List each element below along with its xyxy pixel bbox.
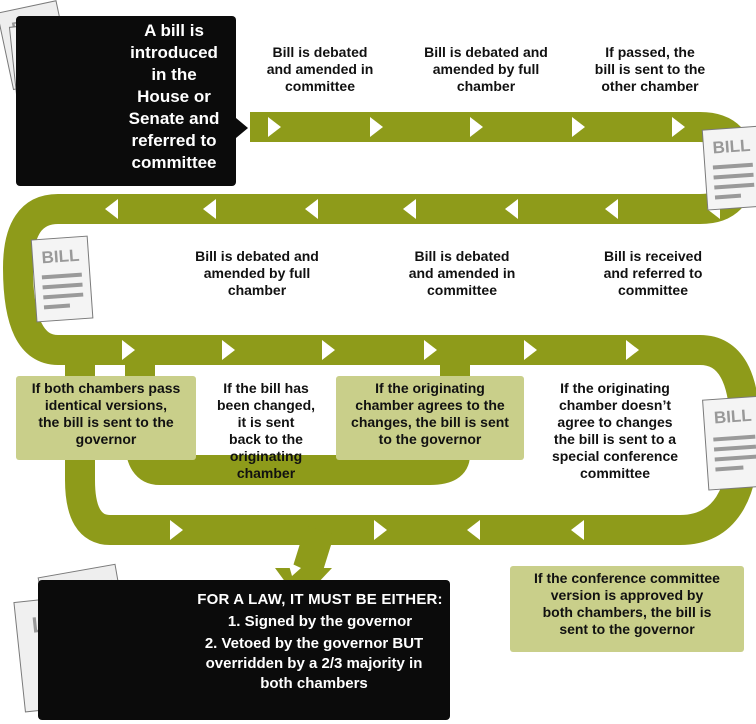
arrow-left xyxy=(605,199,618,219)
start-pointer xyxy=(236,118,248,138)
arrow-right xyxy=(424,340,437,360)
start-callout: A bill is introduced in the House or Sen… xyxy=(16,16,236,186)
step-row1-full-chamber: Bill is debated and amended by full cham… xyxy=(424,44,548,94)
disagrees-text: If the originating chamber doesn’t agree… xyxy=(551,380,679,481)
arrow-right xyxy=(374,520,387,540)
arrow-down-right xyxy=(705,368,718,382)
arrow-up-left xyxy=(118,480,130,495)
svg-text:BILL: BILL xyxy=(712,136,751,158)
arrow-right xyxy=(122,340,135,360)
agrees-text: If the originating chamber agrees to the… xyxy=(351,380,509,447)
arrow-right xyxy=(672,117,685,137)
arrow-left xyxy=(467,520,480,540)
conference-text: If the conference committee version is a… xyxy=(534,570,720,637)
arrow-left xyxy=(571,520,584,540)
step-row1-passed: If passed, the bill is sent to the other… xyxy=(594,44,706,94)
changed-text: If the bill has been changed, it is sent… xyxy=(216,380,316,481)
start-text: A bill is introduced in the House or Sen… xyxy=(128,21,220,172)
bill-document-icon: BILL xyxy=(702,395,756,491)
arrow-right xyxy=(268,117,281,137)
arrow-left xyxy=(403,199,416,219)
conference-callout xyxy=(510,566,744,652)
arrow-left xyxy=(203,199,216,219)
step-row2-full-chamber: Bill is debated and amended by full cham… xyxy=(195,248,319,298)
arrow-left xyxy=(305,199,318,219)
law-title: FOR A LAW, IT MUST BE EITHER: xyxy=(197,591,443,608)
arrow-right xyxy=(170,520,183,540)
arrow-right xyxy=(322,340,335,360)
arrow-right xyxy=(572,117,585,137)
track-arrows xyxy=(105,117,720,576)
step-row2-received: Bill is received and referred to committ… xyxy=(603,248,703,298)
arrow-right xyxy=(524,340,537,360)
svg-text:BILL: BILL xyxy=(713,406,752,428)
both-pass-text: If both chambers pass identical versions… xyxy=(31,380,181,447)
bill-document-icon: BILL xyxy=(30,235,94,323)
bill-document-icon: BILL xyxy=(701,125,756,211)
svg-text:BILL: BILL xyxy=(41,246,80,268)
arrow-left xyxy=(505,199,518,219)
law-option-1: 1. Signed by the governor xyxy=(227,613,413,630)
agrees-callout xyxy=(336,376,524,460)
arrow-right xyxy=(470,117,483,137)
step-row1-committee: Bill is debated and amended in committee xyxy=(266,44,374,94)
law-callout: FOR A LAW, IT MUST BE EITHER: 1. Signed … xyxy=(38,580,450,720)
both-pass-callout xyxy=(16,376,196,460)
arrow-right xyxy=(626,340,639,360)
step-row2-committee: Bill is debated and amended in committee xyxy=(408,248,516,298)
arrow-right xyxy=(370,117,383,137)
law-option-2: 2. Vetoed by the governor BUT overridden… xyxy=(204,635,424,692)
arrow-right xyxy=(222,340,235,360)
arrow-left xyxy=(105,199,118,219)
arrow-down xyxy=(288,562,301,576)
